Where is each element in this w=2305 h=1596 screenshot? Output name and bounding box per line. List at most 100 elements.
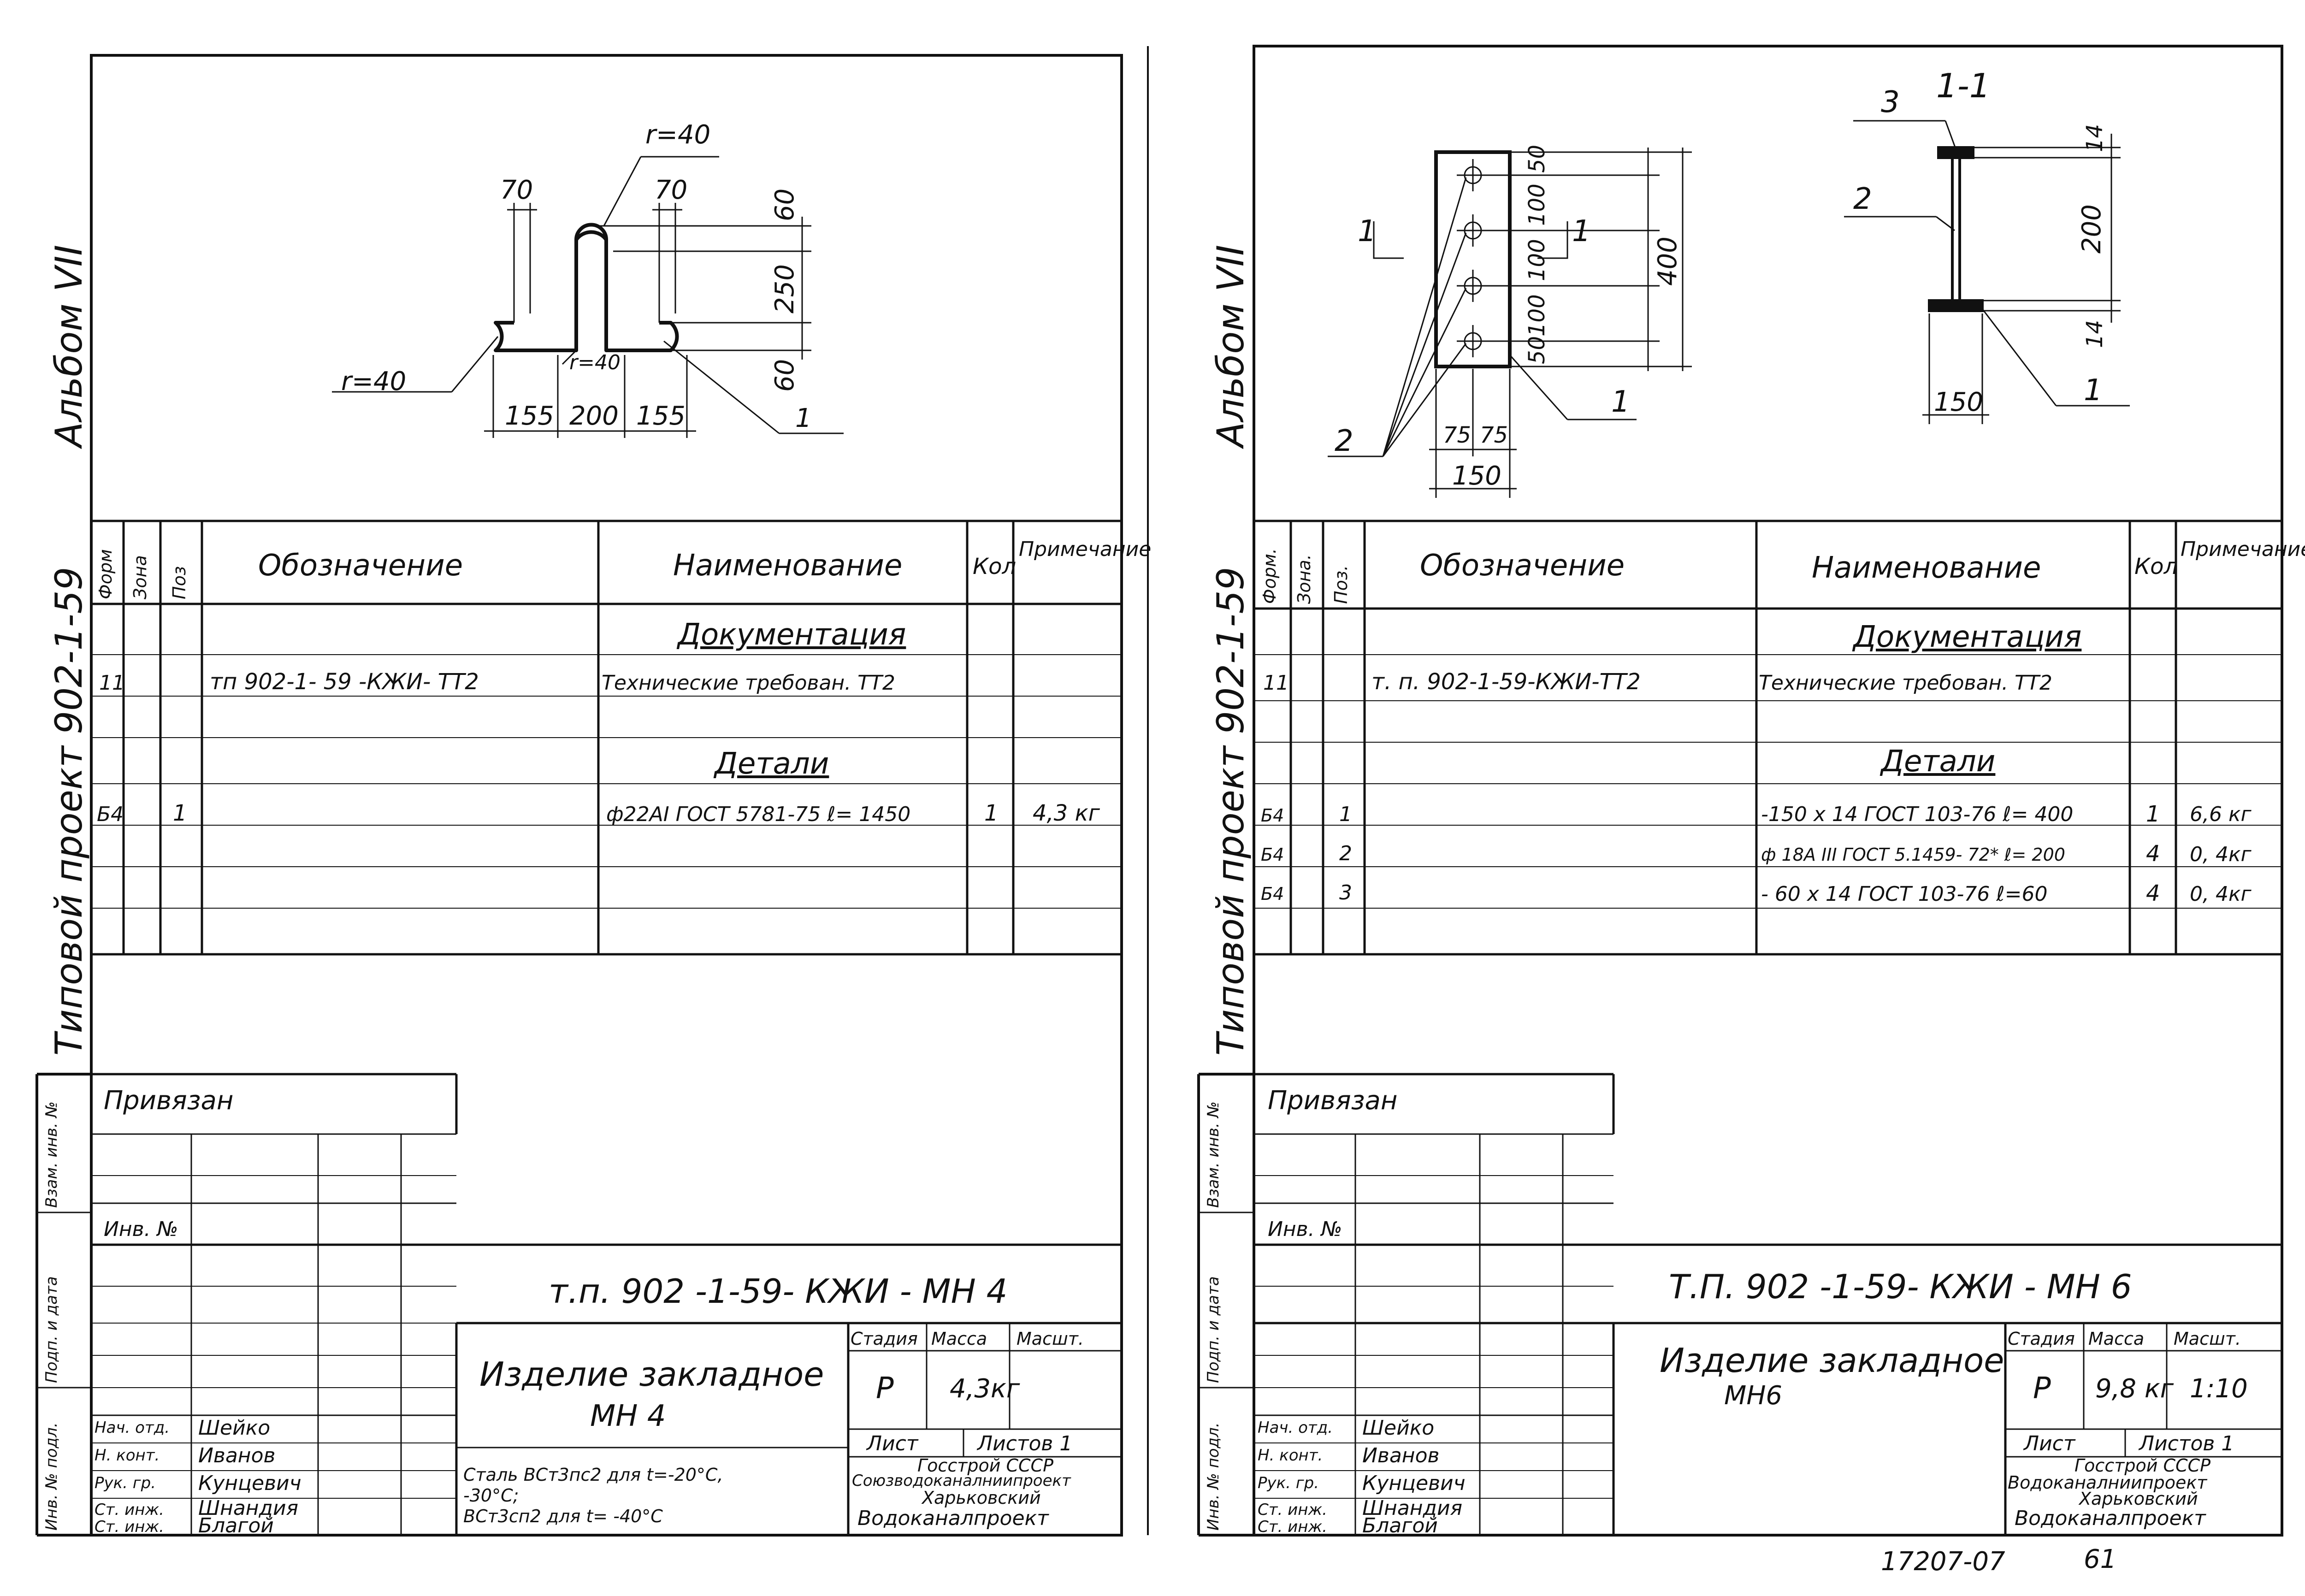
archive-number: 17207-07 — [1881, 1547, 2005, 1577]
stamp-org: Водоканалпроект — [857, 1507, 1049, 1530]
header-qty: Кол — [2134, 554, 2178, 579]
dim-155: 155 — [636, 401, 686, 431]
stamp-side-label: Инв. № подл. — [42, 1422, 61, 1531]
header-name: Наименование — [1812, 551, 2041, 585]
dim-14: 14 — [2082, 319, 2108, 348]
section-details: Детали — [1881, 745, 1996, 779]
stamp-org: Госстрой СССР — [917, 1455, 1054, 1476]
cell-form: Б4 — [1261, 805, 1284, 826]
cell-qty: 4 — [2146, 841, 2160, 867]
staff-role: Ст. инж. — [95, 1518, 164, 1536]
cell-name: ф22АI ГОСТ 5781-75 ℓ= 1450 — [606, 803, 911, 826]
staff-role: Ст. инж. — [1258, 1518, 1327, 1536]
section-details: Детали — [715, 747, 829, 781]
cell-designation: тп 902-1- 59 -КЖИ- ТТ2 — [210, 669, 479, 695]
stamp-bound-label: Привязан — [1268, 1086, 1398, 1116]
staff-name: Иванов — [1362, 1444, 1440, 1467]
cell-form: Б4 — [1261, 845, 1284, 865]
drawing-code: т.п. 902 -1-59- КЖИ - МН 4 — [549, 1272, 1008, 1311]
stamp-inventory-label: Инв. № — [104, 1218, 178, 1241]
dim-200: 200 — [569, 401, 619, 431]
staff-name: Шейко — [1362, 1416, 1435, 1440]
stamp-stage-header: Стадия — [2008, 1329, 2075, 1349]
cell-name: Технические требован. ТТ2 — [602, 671, 895, 695]
staff-name: Шейко — [198, 1416, 271, 1440]
header-zone: Зона. — [1294, 554, 1314, 604]
stamp-side-label: Взам. инв. № — [42, 1101, 61, 1208]
stamp-material: ВСт3сп2 для t= -40°С — [463, 1506, 663, 1526]
position-marker: 1 — [1611, 385, 1630, 419]
stamp-mass-header: Масса — [2088, 1329, 2145, 1349]
dim-60: 60 — [770, 359, 800, 392]
header-designation: Обозначение — [258, 549, 463, 583]
header-pos: Поз. — [1331, 565, 1351, 604]
stamp-scale-header: Масшт. — [1017, 1329, 1084, 1349]
staff-role: Рук. гр. — [1258, 1474, 1319, 1492]
dim-radius: r=40 — [341, 366, 407, 396]
header-form: Форм — [95, 549, 116, 599]
drawing-code: Т.П. 902 -1-59- КЖИ - МН 6 — [1669, 1267, 2132, 1306]
stamp-org: Союзводоканалниипроект — [852, 1472, 1071, 1490]
page-number: 61 — [2084, 1544, 2117, 1574]
stamp-inventory-label: Инв. № — [1268, 1218, 1342, 1241]
cell-form: Б4 — [1261, 884, 1284, 904]
staff-name: Шнандия — [1362, 1496, 1463, 1520]
dim-60: 60 — [770, 188, 800, 221]
cell-designation: т. п. 902-1-59-КЖИ-ТТ2 — [1371, 669, 1641, 695]
dim-100: 100 — [1524, 239, 1550, 281]
header-pos: Поз — [169, 566, 189, 599]
cell-pos: 1 — [1339, 803, 1352, 826]
stamp-org: Харьковский — [2079, 1489, 2198, 1509]
staff-name: Кунцевич — [1362, 1472, 1466, 1495]
stamp-org: Водоканалниипроект — [2008, 1472, 2207, 1493]
stamp-side-label: Взам. инв. № — [1204, 1101, 1223, 1208]
cell-form: 11 — [1263, 671, 1289, 695]
stamp-mass: 9,8 кг — [2095, 1374, 2174, 1404]
stamp-sheet: Лист — [2024, 1432, 2075, 1455]
dim-75: 75 — [1443, 422, 1472, 448]
drawing-subtitle: МН6 — [1724, 1381, 1783, 1411]
header-name: Наименование — [673, 549, 903, 583]
project-label: Типовой проект 902-1-59 — [1209, 567, 1252, 1056]
staff-role: Ст. инж. — [1258, 1501, 1327, 1519]
staff-role: Ст. инж. — [95, 1501, 164, 1519]
dim-200: 200 — [2077, 204, 2107, 254]
cell-note: 6,6 кг — [2190, 803, 2252, 826]
dim-radius: r=40 — [569, 351, 621, 374]
staff-name: Шнандия — [198, 1496, 299, 1520]
section-mark: 1 — [1358, 214, 1377, 248]
stamp-mass-header: Масса — [931, 1329, 987, 1349]
staff-role: Н. конт. — [1258, 1446, 1323, 1465]
dim-radius: r=40 — [645, 120, 711, 150]
stamp-scale: 1:10 — [2190, 1374, 2248, 1404]
cell-qty: 1 — [2146, 801, 2160, 827]
stamp-org: Госстрой СССР — [2074, 1455, 2211, 1476]
staff-role: Рук. гр. — [95, 1474, 156, 1492]
stamp-bound-label: Привязан — [104, 1086, 234, 1116]
dim-50: 50 — [1524, 336, 1550, 364]
dim-100: 100 — [1524, 183, 1550, 226]
stamp-sheets: Листов 1 — [2139, 1432, 2234, 1455]
cell-pos: 2 — [1339, 842, 1352, 865]
cell-name: -150 x 14 ГОСТ 103-76 ℓ= 400 — [1761, 803, 2074, 826]
dim-75: 75 — [1480, 422, 1508, 448]
dim-50: 50 — [1524, 144, 1550, 173]
staff-name: Благой — [1362, 1514, 1438, 1537]
dim-155: 155 — [505, 401, 554, 431]
drawing-subtitle: МН 4 — [590, 1399, 666, 1433]
section-mark: 1 — [1572, 214, 1591, 248]
stamp-org: Харьковский — [922, 1488, 1041, 1508]
dim-400: 400 — [1653, 236, 1683, 286]
header-form: Форм. — [1259, 548, 1280, 604]
dim-100: 100 — [1524, 294, 1550, 337]
dim-250: 250 — [770, 264, 800, 313]
cell-note: 4,3 кг — [1033, 800, 1100, 826]
stamp-side-label: Подп. и дата — [42, 1276, 61, 1383]
position-marker: 2 — [1335, 424, 1353, 458]
cell-qty: 1 — [984, 800, 999, 826]
cell-name: Технические требован. ТТ2 — [1759, 671, 2052, 695]
cell-note: 0, 4кг — [2190, 882, 2252, 906]
position-marker: 3 — [1881, 85, 1900, 119]
dim-150: 150 — [1452, 461, 1501, 491]
